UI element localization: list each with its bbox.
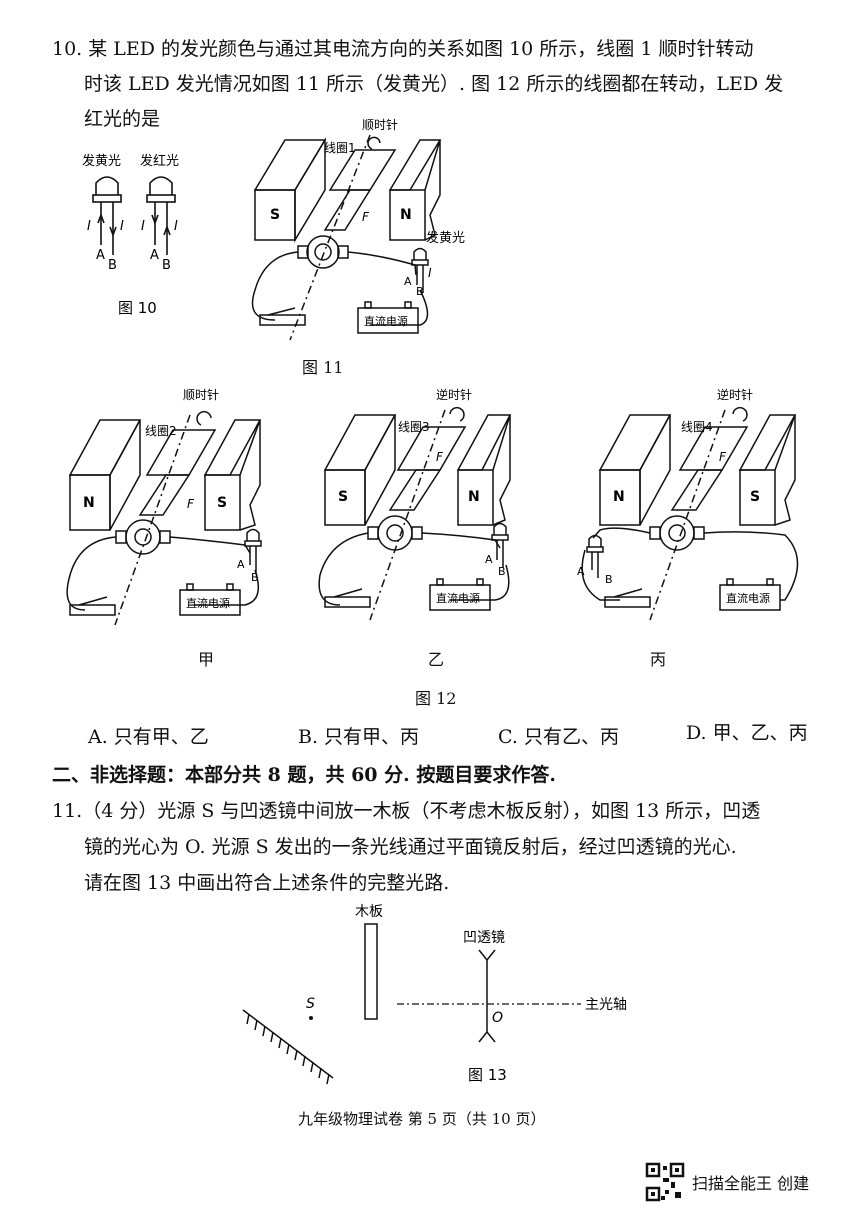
rotation-arrow-icon <box>367 136 381 150</box>
fig12-label-jia: 甲 <box>198 650 215 669</box>
svg-text:直流电源: 直流电源 <box>726 591 770 605</box>
svg-text:I: I <box>87 219 91 234</box>
wooden-board <box>364 923 378 1020</box>
fig10-red-label: 发红光 <box>140 153 179 169</box>
svg-text:线圈3: 线圈3 <box>398 420 430 434</box>
q11-line-1: 11.（4 分）光源 S 与凹透镜中间放一木板（不考虑木板反射），如图 13 所… <box>52 800 761 822</box>
svg-text:直流电源: 直流电源 <box>436 591 480 605</box>
led-red-icon <box>146 176 176 255</box>
q10-line-2: 时该 LED 发光情况如图 11 所示（发黄光）. 图 12 所示的线圈都在转动… <box>84 73 784 95</box>
svg-text:N: N <box>613 489 625 505</box>
q10-line-3: 红光的是 <box>84 108 161 130</box>
svg-text:F: F <box>719 450 727 464</box>
svg-text:F: F <box>436 450 444 464</box>
svg-text:B: B <box>498 565 506 578</box>
figure-11: 顺时针 线圈1 S N F 发黄光 I A B 直流电源 <box>251 117 465 341</box>
figure-10: 发黄光 发红光 I I A B I I A B 图 10 <box>82 153 179 317</box>
led-yellow-icon <box>92 176 122 255</box>
svg-text:S: S <box>338 489 348 505</box>
svg-text:线圈4: 线圈4 <box>681 420 713 434</box>
plane-mirror-icon <box>242 1009 334 1085</box>
svg-text:A: A <box>150 248 159 263</box>
fig10-caption: 图 10 <box>118 299 157 317</box>
fig13-board-label: 木板 <box>355 904 383 920</box>
svg-text:线圈1: 线圈1 <box>324 141 356 155</box>
svg-text:B: B <box>416 285 424 298</box>
fig12-label-yi: 乙 <box>428 650 445 669</box>
fig13-source-label: S <box>306 996 315 1012</box>
fig13-center-label: O <box>492 1010 503 1026</box>
svg-text:N: N <box>468 489 480 505</box>
svg-text:S: S <box>217 495 227 511</box>
figure-12-yi: 逆时针 线圈3 S N F A B 直流电源 <box>318 387 512 621</box>
svg-text:A: A <box>485 553 493 566</box>
svg-text:N: N <box>400 207 412 223</box>
section-2-heading: 二、非选择题：本部分共 8 题，共 60 分. 按题目要求作答. <box>52 764 556 786</box>
svg-text:直流电源: 直流电源 <box>364 314 408 328</box>
svg-text:F: F <box>187 497 195 511</box>
svg-text:发黄光: 发黄光 <box>426 230 465 246</box>
concave-lens-icon <box>478 949 496 1043</box>
rotation-arrow-icon <box>449 406 465 422</box>
svg-text:B: B <box>605 573 613 586</box>
svg-text:I: I <box>141 219 145 234</box>
option-c: C. 只有乙、丙 <box>498 726 619 748</box>
fig13-caption: 图 13 <box>468 1066 507 1084</box>
svg-text:B: B <box>162 258 171 273</box>
option-a: A. 只有甲、乙 <box>88 726 209 748</box>
svg-text:线圈2: 线圈2 <box>145 424 177 438</box>
q11-line-3: 请在图 13 中画出符合上述条件的完整光路. <box>84 872 450 894</box>
option-d: D. 甲、乙、丙 <box>686 722 808 744</box>
svg-text:顺时针: 顺时针 <box>362 117 398 132</box>
rotation-arrow-icon <box>732 406 748 422</box>
scanner-watermark: 扫描全能王 创建 <box>692 1174 810 1193</box>
fig12-label-bing: 丙 <box>650 650 667 669</box>
figure-12-bing: 逆时针 线圈4 N S F A B 直流电源 <box>577 387 799 621</box>
qr-code-icon <box>645 1162 685 1202</box>
svg-text:I: I <box>120 219 124 234</box>
svg-text:A: A <box>404 275 412 288</box>
svg-text:N: N <box>83 495 95 511</box>
svg-text:B: B <box>108 258 117 273</box>
svg-text:A: A <box>96 248 105 263</box>
svg-text:B: B <box>251 571 259 584</box>
svg-text:F: F <box>362 210 370 224</box>
svg-text:I: I <box>174 219 178 234</box>
figure-13: 木板 凹透镜 主光轴 O S 图 13 <box>242 904 627 1085</box>
page-footer: 九年级物理试卷 第 5 页（共 10 页） <box>298 1110 546 1128</box>
svg-text:S: S <box>270 207 280 223</box>
svg-text:A: A <box>577 565 585 578</box>
q11-line-2: 镜的光心为 O. 光源 S 发出的一条光线通过平面镜反射后，经过凹透镜的光心. <box>84 836 737 858</box>
q10-line-1: 10. 某 LED 的发光颜色与通过其电流方向的关系如图 10 所示，线圈 1 … <box>52 38 754 60</box>
svg-text:直流电源: 直流电源 <box>186 596 230 610</box>
light-source-point <box>309 1016 313 1020</box>
svg-text:逆时针: 逆时针 <box>436 387 472 402</box>
option-b: B. 只有甲、丙 <box>298 726 420 748</box>
fig12-caption: 图 12 <box>415 689 457 708</box>
svg-text:S: S <box>750 489 760 505</box>
fig13-axis-label: 主光轴 <box>585 997 627 1013</box>
rotation-arrow-icon <box>196 410 212 426</box>
svg-text:顺时针: 顺时针 <box>183 387 219 402</box>
svg-text:A: A <box>237 558 245 571</box>
fig10-yellow-label: 发黄光 <box>82 153 121 169</box>
fig11-caption: 图 11 <box>302 358 344 377</box>
svg-text:逆时针: 逆时针 <box>717 387 753 402</box>
figure-12-jia: 顺时针 线圈2 N S F A B 直流电源 <box>66 387 262 626</box>
fig13-lens-label: 凹透镜 <box>463 930 505 946</box>
svg-text:I: I <box>428 266 432 280</box>
